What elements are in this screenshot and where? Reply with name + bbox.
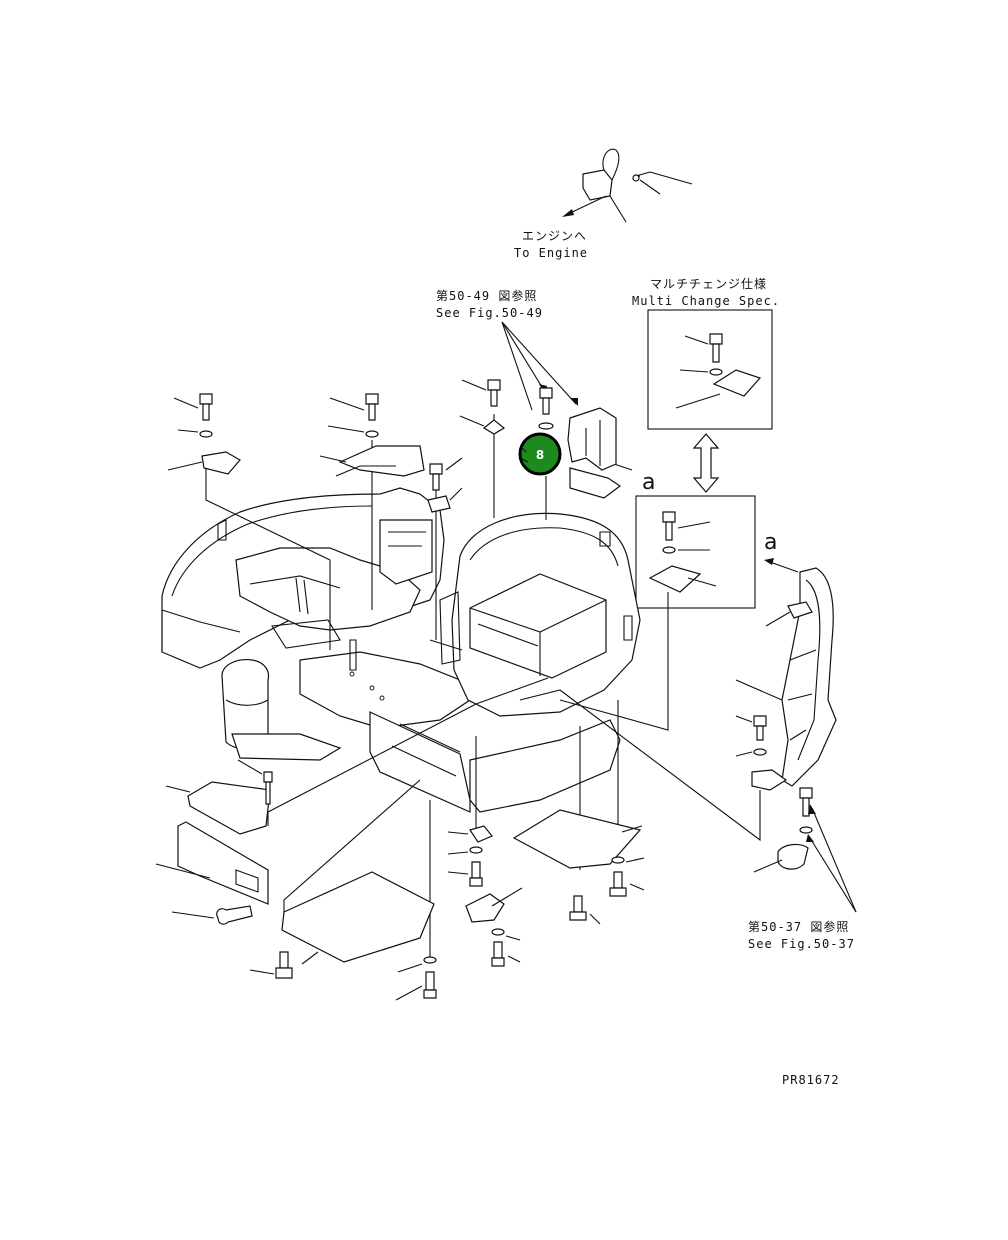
multi-change-en: Multi Change Spec. <box>632 294 780 308</box>
ref-bottom-jp: 第50-37 図参照 <box>748 919 849 934</box>
ref-top-en: See Fig.50-49 <box>436 306 543 320</box>
engine-link-bracket <box>562 148 693 223</box>
revolving-frame <box>161 487 641 813</box>
multi-change-jp: マルチチェンジ仕様 <box>650 277 767 291</box>
standard-bracket-parts <box>648 511 717 593</box>
undercover-plate <box>155 821 269 925</box>
hardware-top-mid <box>459 379 506 435</box>
ref-top-jp: 第50-49 図参照 <box>436 288 537 303</box>
callout-a-right: a <box>764 530 777 555</box>
ref-bottom-en: See Fig.50-37 <box>748 937 855 951</box>
highlight-marker-8[interactable]: 8 <box>518 432 562 476</box>
bracket-50-49 <box>538 387 622 499</box>
drawing-number: PR81672 <box>782 1073 840 1087</box>
bottom-center-cover <box>249 871 437 1001</box>
callout-a-left: a <box>642 470 655 495</box>
standard-bracket-box <box>635 495 756 609</box>
bottom-left-cover <box>165 759 273 835</box>
assembly-lines <box>205 414 761 960</box>
bottom-right-cover <box>512 809 645 925</box>
ref-top-arrows <box>501 321 578 411</box>
multi-change-box <box>647 309 773 430</box>
highlight-marker-label: 8 <box>536 448 544 462</box>
engine-label-jp: エンジンへ <box>522 229 587 243</box>
hardware-top-left <box>167 393 241 475</box>
marker-leader <box>519 447 529 463</box>
double-arrow <box>692 433 720 493</box>
side-guard <box>735 567 837 873</box>
hardware-top-center <box>319 393 463 513</box>
ref-bottom-arrows <box>806 804 857 913</box>
bottom-mid-hardware <box>447 825 523 967</box>
callout-a-right-leader <box>769 561 799 573</box>
engine-label-en: To Engine <box>514 246 588 260</box>
multi-change-parts <box>675 333 762 409</box>
